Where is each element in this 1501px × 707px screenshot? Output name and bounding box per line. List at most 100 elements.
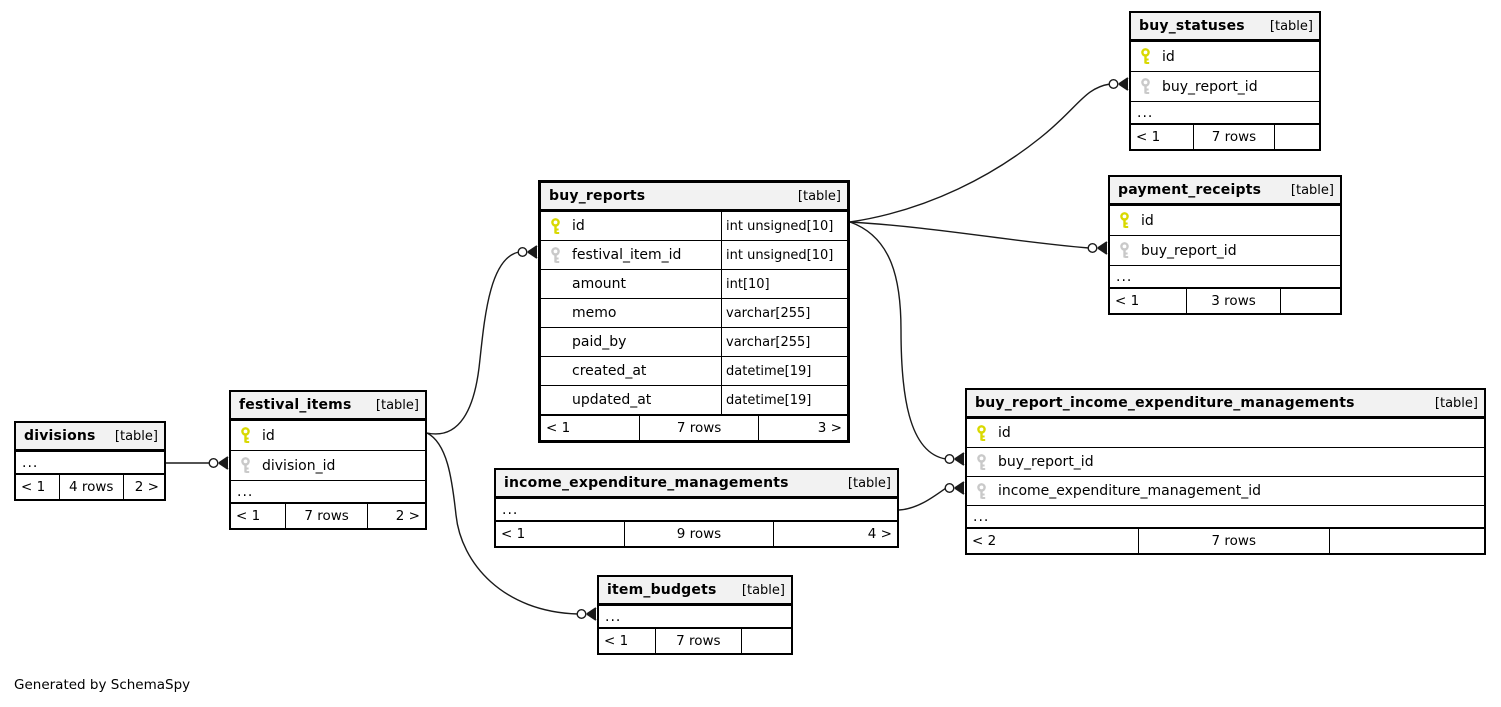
column-name: division_id <box>262 457 336 474</box>
row-count-cell: 7 rows <box>654 629 741 653</box>
column-row-income_expenditure_management_id: income_expenditure_management_id <box>967 476 1484 505</box>
table-header: payment_receipts[table] <box>1110 177 1340 205</box>
parent-degree-cell: < 1 <box>236 508 261 524</box>
table-header: item_budgets[table] <box>599 577 791 605</box>
column-name: id <box>572 218 585 234</box>
parent-degree-cell: < 1 <box>1115 293 1140 309</box>
foreign-key-icon <box>1120 242 1129 258</box>
primary-key-icon <box>977 424 986 441</box>
table-name: income_expenditure_managements <box>504 475 789 491</box>
table-tag: [table] <box>1269 18 1313 34</box>
relationship-income_expenditure_managements-to-buy_report_income_expenditure_managements <box>898 481 965 511</box>
table-name: item_budgets <box>607 582 717 598</box>
row-count-cell: 7 rows <box>638 416 758 440</box>
foreign-key-icon <box>551 246 560 263</box>
zero-or-one-circle-icon <box>1087 242 1098 253</box>
child-degree-cell <box>1328 529 1484 553</box>
row-count-cell: 7 rows <box>1137 529 1329 553</box>
column-name: id <box>262 427 275 444</box>
row-count-cell: 7 rows <box>1193 125 1274 149</box>
relationship-line <box>849 221 947 460</box>
child-degree-cell <box>741 629 791 653</box>
primary-key-icon <box>1141 48 1150 64</box>
generated-by-note: Generated by SchemaSpy <box>14 677 191 693</box>
child-degree-cell: 3 > <box>758 416 847 440</box>
column-type: int unsigned[10] <box>721 212 847 240</box>
column-row-id: id <box>231 420 425 450</box>
child-degree-cell <box>1273 125 1319 149</box>
column-name: buy_report_id <box>1162 78 1258 95</box>
child-degree-cell: 4 > <box>772 522 897 546</box>
column-name-cell: created_at <box>541 357 721 385</box>
table-footer: < 2 7 rows <box>967 527 1484 553</box>
primary-key-icon <box>551 217 560 234</box>
crow-foot-icon <box>1118 77 1129 91</box>
column-type: int unsigned[10] <box>721 241 847 269</box>
ellipsis-label: ... <box>973 508 990 525</box>
column-name-cell: festival_item_id <box>541 241 721 269</box>
foreign-key-icon <box>241 457 250 473</box>
column-type: int[10] <box>721 270 847 298</box>
more-columns-row: ... <box>1131 101 1319 123</box>
column-name-cell: id <box>1131 42 1319 71</box>
relationship-buy_reports-to-payment_receipts <box>849 221 1108 255</box>
zero-or-one-circle-icon <box>1108 78 1119 89</box>
column-row-id: id <box>967 418 1484 447</box>
table-footer: < 1 3 rows <box>1110 287 1340 313</box>
relationship-line <box>849 83 1111 223</box>
primary-key-icon <box>1120 212 1129 228</box>
child-degree-cell: 2 > <box>122 475 164 499</box>
ellipsis-label: ... <box>237 483 254 500</box>
column-name-cell: buy_report_id <box>1110 236 1340 265</box>
ellipsis-label: ... <box>605 608 622 625</box>
relationship-line <box>426 432 579 615</box>
column-name: id <box>1162 48 1175 65</box>
foreign-key-icon <box>1141 78 1150 94</box>
column-type: datetime[19] <box>721 357 847 385</box>
ellipsis-label: ... <box>1116 268 1133 285</box>
table-name: buy_reports <box>549 188 646 204</box>
more-columns-row: ... <box>1110 265 1340 287</box>
table-income_expenditure_managements[interactable]: income_expenditure_managements[table]...… <box>494 468 899 548</box>
table-name: buy_report_income_expenditure_management… <box>975 395 1355 411</box>
table-tag: [table] <box>1434 395 1478 411</box>
column-name-cell: id <box>541 212 721 240</box>
relationship-line <box>898 487 947 511</box>
column-name: updated_at <box>572 392 652 408</box>
zero-or-one-circle-icon <box>208 458 219 469</box>
parent-degree-cell: < 2 <box>972 533 997 549</box>
table-header: buy_statuses[table] <box>1131 13 1319 41</box>
zero-or-one-circle-icon <box>944 483 955 494</box>
column-row-id: id int unsigned[10] <box>541 211 847 240</box>
crow-foot-icon <box>954 481 965 495</box>
table-tag: [table] <box>375 397 419 413</box>
column-name-cell: id <box>967 419 1484 447</box>
table-header: income_expenditure_managements[table] <box>496 470 897 498</box>
column-name: memo <box>572 305 617 321</box>
child-degree-cell: 2 > <box>366 504 425 528</box>
column-type: datetime[19] <box>721 386 847 414</box>
foreign-key-icon <box>977 482 986 499</box>
column-type: varchar[255] <box>721 299 847 327</box>
relationship-line <box>426 251 520 435</box>
table-buy_report_income_expenditure_managements[interactable]: buy_report_income_expenditure_management… <box>965 388 1486 555</box>
table-tag: [table] <box>1290 182 1334 198</box>
row-count-cell: 3 rows <box>1185 289 1280 313</box>
table-header: divisions[table] <box>16 423 164 451</box>
column-name-cell: paid_by <box>541 328 721 356</box>
column-row-updated_at: updated_at datetime[19] <box>541 385 847 414</box>
ellipsis-label: ... <box>502 501 519 518</box>
